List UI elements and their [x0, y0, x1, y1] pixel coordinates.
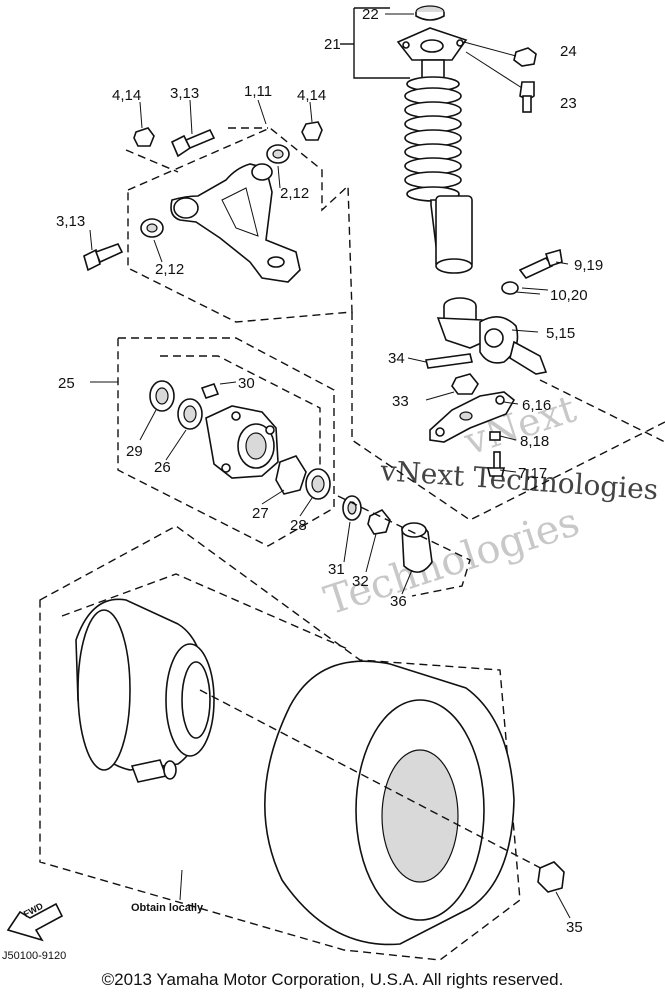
bolt-3-13-top — [170, 128, 216, 158]
callout-21: 21 — [324, 36, 341, 53]
callout-32: 32 — [352, 573, 369, 590]
callout-9-19: 9,19 — [574, 257, 603, 274]
callout-2-12-lower: 2,12 — [155, 261, 184, 278]
fwd-arrow-icon — [6, 902, 64, 942]
shock-absorber — [396, 5, 537, 274]
steering-knuckle — [436, 297, 548, 375]
callout-8-18: 8,18 — [520, 433, 549, 450]
callout-6-16: 6,16 — [522, 397, 551, 414]
callout-22: 22 — [362, 6, 379, 23]
bolt-3-13-left — [83, 243, 124, 272]
upper-arm — [140, 144, 301, 283]
watermark-line3: Technologies — [319, 499, 585, 625]
callout-36: 36 — [390, 593, 407, 610]
callout-3-13-left: 3,13 — [56, 213, 85, 230]
callout-29: 29 — [126, 443, 143, 460]
leader-lines — [89, 13, 571, 919]
callouts: 22 21 24 23 4,14 3,13 1,11 4,14 2,12 3,1… — [56, 6, 603, 936]
rim — [75, 598, 215, 771]
callout-34: 34 — [388, 350, 405, 367]
callout-27: 27 — [252, 505, 269, 522]
callout-2-12-upper: 2,12 — [280, 185, 309, 202]
diagram-code: J50100-9120 — [2, 950, 67, 962]
hub-group-outline — [117, 337, 335, 547]
callout-25: 25 — [58, 375, 75, 392]
callout-4-14-left: 4,14 — [112, 87, 141, 104]
obtain-locally-note: Obtain locally — [131, 902, 204, 914]
hub — [205, 405, 279, 479]
callout-1-11: 1,11 — [244, 83, 272, 100]
valve-stem — [130, 759, 177, 783]
watermark: vNext vNext Technologies Technologies — [319, 387, 659, 625]
callout-31: 31 — [328, 561, 345, 578]
wheel-group-outline — [39, 525, 521, 961]
copyright-notice: ©2013 Yamaha Motor Corporation, U.S.A. A… — [101, 970, 564, 989]
callout-4-14-right: 4,14 — [297, 87, 326, 104]
callout-28: 28 — [290, 517, 307, 534]
callout-30: 30 — [238, 375, 255, 392]
callout-24: 24 — [560, 43, 577, 60]
callout-5-15: 5,15 — [546, 325, 575, 342]
tire — [264, 660, 515, 946]
callout-26: 26 — [154, 459, 171, 476]
callout-10-20: 10,20 — [550, 287, 588, 304]
callout-35: 35 — [566, 919, 583, 936]
callout-3-13-top: 3,13 — [170, 85, 199, 102]
callout-7-17: 7,17 — [518, 465, 547, 482]
callout-23: 23 — [560, 95, 577, 112]
callout-33: 33 — [392, 393, 409, 410]
